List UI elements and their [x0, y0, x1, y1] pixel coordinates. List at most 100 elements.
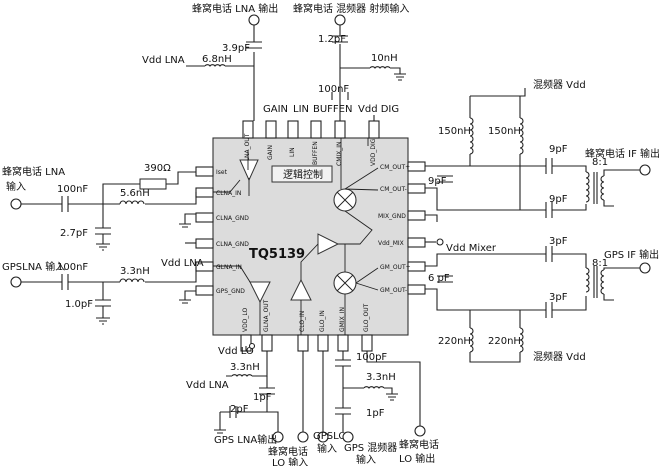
vdd-mixer-label: Vdd Mixer [446, 243, 497, 254]
gps-if-out-label: GPS IF 输出 [604, 248, 659, 261]
ind-10-label: 10nH [371, 53, 398, 64]
pin-buffen: BUFFEN [312, 141, 319, 165]
gps-mixer-in-connector [342, 431, 354, 443]
pin-glo-out: GLO_OUT [363, 303, 370, 332]
pin-glna-in: GLNA_IN [216, 264, 242, 271]
cell-lna-amp-icon [239, 159, 259, 182]
chip-name: TQ5139 [249, 247, 305, 262]
gps-mixer-in-label-1: GPS 混频器 [344, 441, 397, 454]
pin-gmix-in: GMIX_IN [339, 307, 346, 332]
vdd-mixer-terminal [436, 238, 444, 246]
gps-lna-amp-icon [249, 281, 271, 304]
pin-gain: GAIN [267, 145, 274, 160]
cap-9-mid-label: 9pF [428, 176, 447, 187]
cell-lna-in-label-1: 蜂窝电话 LNA [2, 165, 65, 178]
cap-2p-label: 2pF [230, 404, 249, 415]
cell-if-out-connector [639, 164, 651, 176]
right-pins [407, 161, 426, 295]
cap-9-top-label: 9pF [549, 144, 568, 155]
gps-lna-out-label: GPS LNA输出 [214, 433, 277, 446]
lin-label: LIN [293, 104, 309, 115]
vdd-dig-label: Vdd DIG [358, 104, 399, 115]
cap-3p9-label: 3.9pF [222, 43, 250, 54]
res-390-label: 390Ω [144, 163, 171, 174]
cap-1p0-label: 1.0pF [65, 299, 93, 310]
pin-clna-in: CLNA_IN [216, 190, 241, 197]
gps-lna-in-label: GPSLNA 输入 [2, 260, 65, 273]
gps-mixer-in-label-2: 输入 [356, 453, 376, 466]
ind-150-b-label: 150nH [488, 126, 521, 137]
pin-vdd-dig: VDD_DIG [370, 138, 377, 166]
cell-lo-out-connector [414, 425, 426, 437]
vdd-lna-top-label: Vdd LNA [142, 55, 185, 66]
left-pins [195, 166, 214, 296]
pin-gps-gnd: GPS_GND [216, 288, 245, 295]
cell-mixer-rf-in-connector [334, 14, 346, 26]
pin-mix-gnd: MIX_GND [378, 213, 406, 220]
buffen-label: BUFFEN [313, 104, 352, 115]
pin-lin: LIN [289, 147, 296, 157]
cap-100nf-cell-label: 100nF [57, 184, 88, 195]
pin-iset: Iset [216, 169, 228, 176]
cap-100nf-gps-label: 100nF [57, 262, 88, 273]
cell-lna-in-label-2: 输入 [6, 180, 26, 193]
cell-lo-in-connector [297, 431, 309, 443]
pin-gm-out-m: GM_OUT- [380, 287, 407, 294]
cell-mixer-rf-in-label: 蜂窝电话 混频器 射频输入 [293, 2, 409, 15]
ind-5p6-label: 5.6nH [120, 188, 150, 199]
cap-3-bot-label: 3pF [549, 292, 568, 303]
cap-1p-mix-label: 1pF [366, 408, 385, 419]
gain-label: GAIN [263, 104, 288, 115]
pin-cm-out-p: CM_OUT+ [380, 164, 410, 171]
cap-3-top-label: 3pF [549, 236, 568, 247]
pin-glna-out-bottom: GLNA_OUT [263, 299, 270, 332]
transformer-cell-ratio: 8:1 [592, 157, 608, 168]
cell-lo-out-label-1: 蜂窝电话 [399, 438, 439, 451]
cell-lo-in-label-2: LO 输入 [272, 456, 308, 466]
cap-100pf-bottom-label: 100pF [356, 352, 387, 363]
ind-3p3-lo-label: 3.3nH [230, 362, 260, 373]
cap-1p-lo-label: 1pF [253, 392, 272, 403]
ind-150-a-label: 150nH [438, 126, 471, 137]
bottom-pins [240, 334, 373, 352]
cell-lna-out-label: 蜂窝电话 LNA 输出 [192, 2, 278, 15]
pin-clna-gnd-2: CLNA_GND [216, 241, 249, 248]
mixer-vdd-top-label: 混频器 Vdd [533, 78, 586, 91]
ind-220-b-label: 220nH [488, 336, 521, 347]
gps-lo-in-connector [317, 431, 329, 443]
pin-gm-out-p: GM_OUT+ [380, 264, 411, 271]
gpslo-in-label-1: GPSLO [313, 431, 346, 442]
cell-lna-in-connector [10, 198, 22, 210]
top-pins [242, 120, 380, 139]
ind-3p3-mix-label: 3.3nH [366, 372, 396, 383]
ind-6p8-label: 6.8nH [202, 54, 232, 65]
cell-lna-out-connector [248, 14, 260, 26]
cap-9-bot-label: 9pF [549, 194, 568, 205]
mixer-vdd-bottom-label: 混频器 Vdd [533, 350, 586, 363]
pin-glna-out-top: GLNA_OUT [244, 133, 251, 166]
cap-2p7-label: 2.7pF [60, 228, 88, 239]
vdd-lna-bottom-label: Vdd LNA [186, 380, 229, 391]
cell-if-out-label: 蜂窝电话 IF 输出 [585, 147, 660, 160]
ind-3p3-gps-label: 3.3nH [120, 266, 150, 277]
transformer-gps-ratio: 8:1 [592, 258, 608, 269]
pin-clo-in: CLO_IN [299, 311, 306, 332]
cap-100nf-top-label: 100nF [318, 84, 349, 95]
ind-220-a-label: 220nH [438, 336, 471, 347]
cell-lo-out-label-2: LO 输出 [399, 452, 435, 465]
pin-clna-gnd: CLNA_GND [216, 215, 249, 222]
cell-lo-in-label-1: 蜂窝电话 [268, 445, 308, 458]
pin-vdd-lo: VDD_LO [242, 308, 249, 332]
logic-control-label: 逻辑控制 [283, 168, 323, 181]
gps-lna-in-connector [10, 276, 22, 288]
gpslo-in-label-2: 输入 [317, 442, 337, 455]
vdd-lo-label: Vdd LO [218, 346, 254, 357]
pin-vdd-mix: Vdd_MIX [378, 240, 404, 247]
pin-glo-in: GLO_IN [319, 310, 326, 332]
pin-cmix-in: CMIX_IN [336, 141, 343, 166]
logic-control-block [271, 165, 333, 183]
vdd-lna-mid-label: Vdd LNA [161, 258, 204, 269]
gps-if-out-connector [639, 262, 651, 274]
